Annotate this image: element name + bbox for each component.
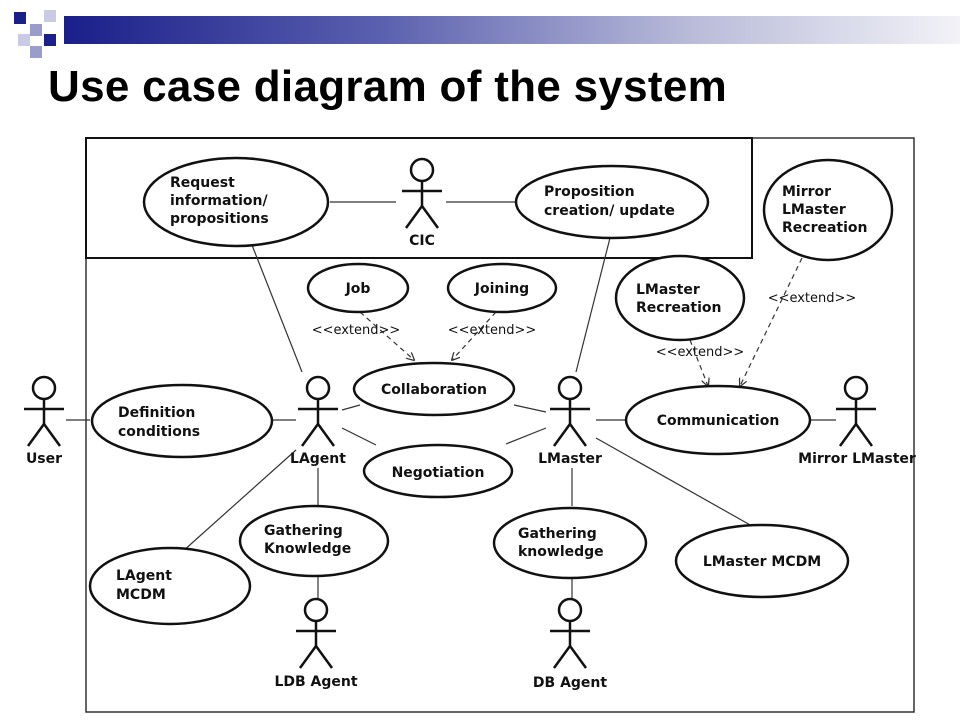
actor-labels: CIC User LAgent LMaster Mirror LMaster L…: [26, 233, 916, 691]
usecase-gathering-knowledge-ellipse: [492, 506, 648, 580]
deco-square: [44, 34, 56, 46]
usecase-label: Collaboration: [381, 382, 487, 398]
association-line: [249, 239, 303, 373]
usecase-label: conditions: [118, 424, 200, 440]
usecase-label: propositions: [170, 211, 269, 227]
usecase-label: Gathering: [264, 523, 343, 539]
association-line: [513, 404, 547, 413]
usecase-lmaster-mcdm-ellipse: [674, 523, 850, 599]
deco-square: [14, 12, 26, 24]
extend-arrows: [359, 257, 803, 386]
association-line: [341, 427, 377, 446]
association-lines: [66, 201, 836, 600]
extend-arrow: [359, 311, 414, 360]
usecase-label: Communication: [657, 413, 780, 429]
usecase-collaboration-ellipse: [352, 361, 516, 417]
usecase-label: LAgent: [116, 568, 172, 584]
deco-square: [30, 46, 42, 58]
deco-square: [30, 24, 42, 36]
usecase-label: MCDM: [116, 587, 166, 603]
cic-boundary: [85, 137, 753, 259]
usecase-label: Knowledge: [264, 541, 351, 557]
extend-labels: <<extend>> <<extend>> <<extend>> <<exten…: [312, 291, 857, 360]
association-line: [595, 437, 753, 527]
usecase-label: information/: [170, 193, 268, 209]
actor-user: [24, 375, 64, 447]
actor-ldb-agent: [296, 597, 336, 669]
association-line: [181, 449, 297, 553]
use-case-ellipses: [88, 156, 894, 626]
usecase-label: Proposition: [544, 184, 635, 200]
actor-label: Mirror LMaster: [798, 451, 916, 467]
slide-title: Use case diagram of the system: [48, 62, 728, 111]
actor-cic: [402, 157, 442, 229]
usecase-communication-ellipse: [624, 384, 812, 456]
usecase-label: LMaster: [636, 282, 700, 298]
actor-lagent: [298, 375, 338, 447]
actor-label: DB Agent: [533, 675, 607, 691]
usecase-joining-ellipse: [446, 262, 558, 314]
deco-square: [18, 34, 30, 46]
actor-lmaster: [550, 375, 590, 447]
usecase-lagent-mcdm-ellipse: [88, 546, 252, 626]
usecase-job-ellipse: [306, 262, 410, 314]
actor-label: LDB Agent: [274, 674, 357, 690]
actor-label: LMaster: [538, 451, 602, 467]
usecase-request-ellipse: [142, 156, 330, 248]
usecase-proposition-ellipse: [514, 164, 710, 240]
usecase-negotiation-ellipse: [362, 443, 514, 499]
usecase-definition-ellipse: [90, 383, 274, 459]
actor-mirror-lmaster: [836, 375, 876, 447]
usecase-label: Request: [170, 175, 235, 191]
association-line: [505, 427, 547, 445]
usecase-label: Gathering: [518, 526, 597, 542]
usecase-lmaster-recreation-ellipse: [614, 254, 746, 342]
association-line: [575, 229, 613, 373]
usecase-label: Negotiation: [392, 465, 485, 481]
extend-arrow: [740, 257, 803, 386]
association-line: [341, 404, 361, 411]
extend-label: <<extend>>: [312, 323, 401, 338]
extend-arrow: [452, 311, 497, 360]
deco-square: [44, 10, 56, 22]
extend-label: <<extend>>: [448, 323, 537, 338]
usecase-label: Job: [345, 281, 371, 297]
usecase-mirror-recreation-ellipse: [762, 158, 894, 262]
usecase-label: Recreation: [782, 220, 868, 236]
actor-label: CIC: [409, 233, 435, 249]
title-gradient-bar: [64, 16, 960, 44]
usecase-label: creation/ update: [544, 203, 675, 219]
usecase-label: Joining: [474, 281, 529, 297]
use-case-labels: Request information/ propositions Propos…: [116, 175, 868, 603]
usecase-label: Recreation: [636, 300, 722, 316]
usecase-label: Mirror: [782, 184, 831, 200]
extend-label: <<extend>>: [656, 345, 745, 360]
actor-label: LAgent: [290, 451, 346, 467]
usecase-label: Definition: [118, 405, 195, 421]
usecase-label: LMaster: [782, 202, 846, 218]
usecase-label: knowledge: [518, 544, 604, 560]
extend-label: <<extend>>: [768, 291, 857, 306]
actor-db-agent: [550, 597, 590, 669]
usecase-label: LMaster MCDM: [703, 554, 821, 570]
usecase-gathering-knowledge-ellipse: [238, 504, 390, 578]
actor-label: User: [26, 451, 62, 467]
